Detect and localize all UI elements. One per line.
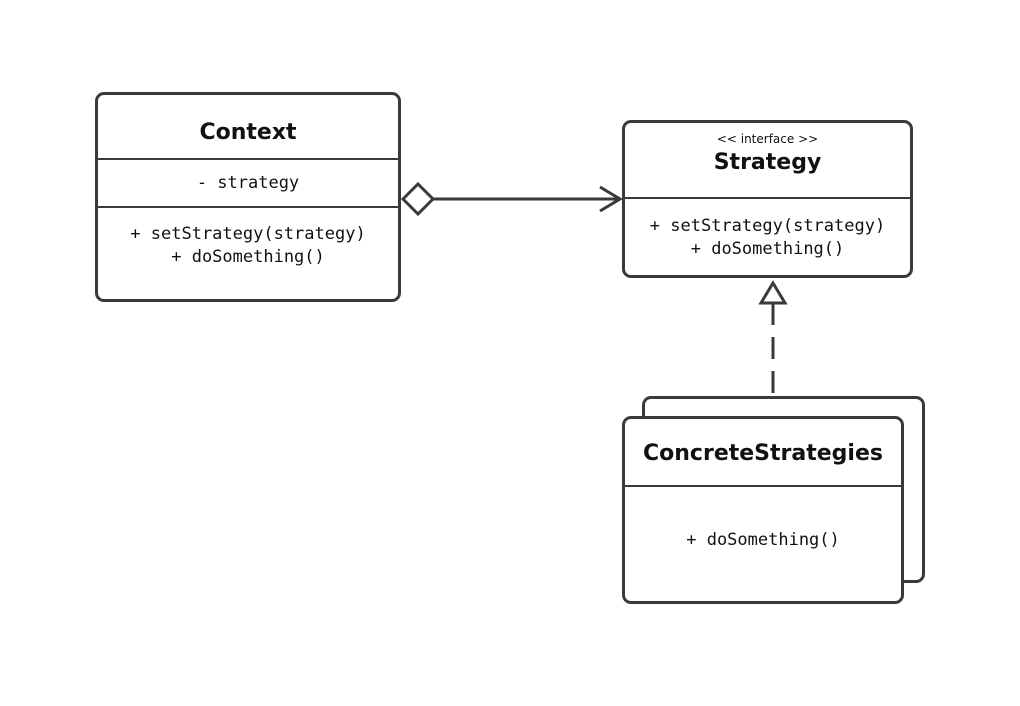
context-attributes-section: - strategy: [98, 160, 398, 206]
strategy-divider: [625, 197, 910, 199]
navigability-arrowhead: [599, 185, 623, 213]
strategy-method-setstrategy: + setStrategy(strategy): [649, 216, 886, 236]
aggregation-diamond: [400, 181, 436, 217]
context-class-name: Context: [199, 120, 297, 145]
concrete-strategies-class: ConcreteStrategies + doSomething(): [622, 416, 904, 604]
context-method-dosomething: + doSomething(): [171, 247, 325, 267]
context-name-section: Context: [98, 95, 398, 158]
context-divider-1: [98, 158, 398, 160]
strategy-interface: << interface >> Strategy + setStrategy(s…: [622, 120, 913, 278]
strategy-method-dosomething: + doSomething(): [690, 239, 845, 259]
strategy-name-section: << interface >> Strategy: [625, 123, 910, 197]
context-method-setstrategy: + setStrategy(strategy): [130, 224, 366, 244]
strategy-methods-section: + setStrategy(strategy) + doSomething(): [625, 199, 910, 261]
context-divider-2: [98, 206, 398, 208]
context-methods-section: + setStrategy(strategy) + doSomething(): [98, 208, 398, 269]
context-attribute-strategy: - strategy: [196, 173, 300, 193]
context-class: Context - strategy + setStrategy(strateg…: [95, 92, 401, 302]
concrete-methods-section: + doSomething(): [625, 487, 901, 552]
concrete-class-name: ConcreteStrategies: [643, 441, 883, 466]
concrete-name-section: ConcreteStrategies: [625, 419, 901, 485]
strategy-stereotype: << interface >>: [716, 132, 819, 146]
concrete-method-dosomething: + doSomething(): [686, 530, 840, 550]
aggregation-connector: [400, 181, 623, 217]
realization-triangle: [758, 280, 788, 305]
strategy-interface-name: Strategy: [713, 150, 822, 175]
realization-connector: [758, 280, 788, 398]
concrete-divider: [625, 485, 901, 487]
